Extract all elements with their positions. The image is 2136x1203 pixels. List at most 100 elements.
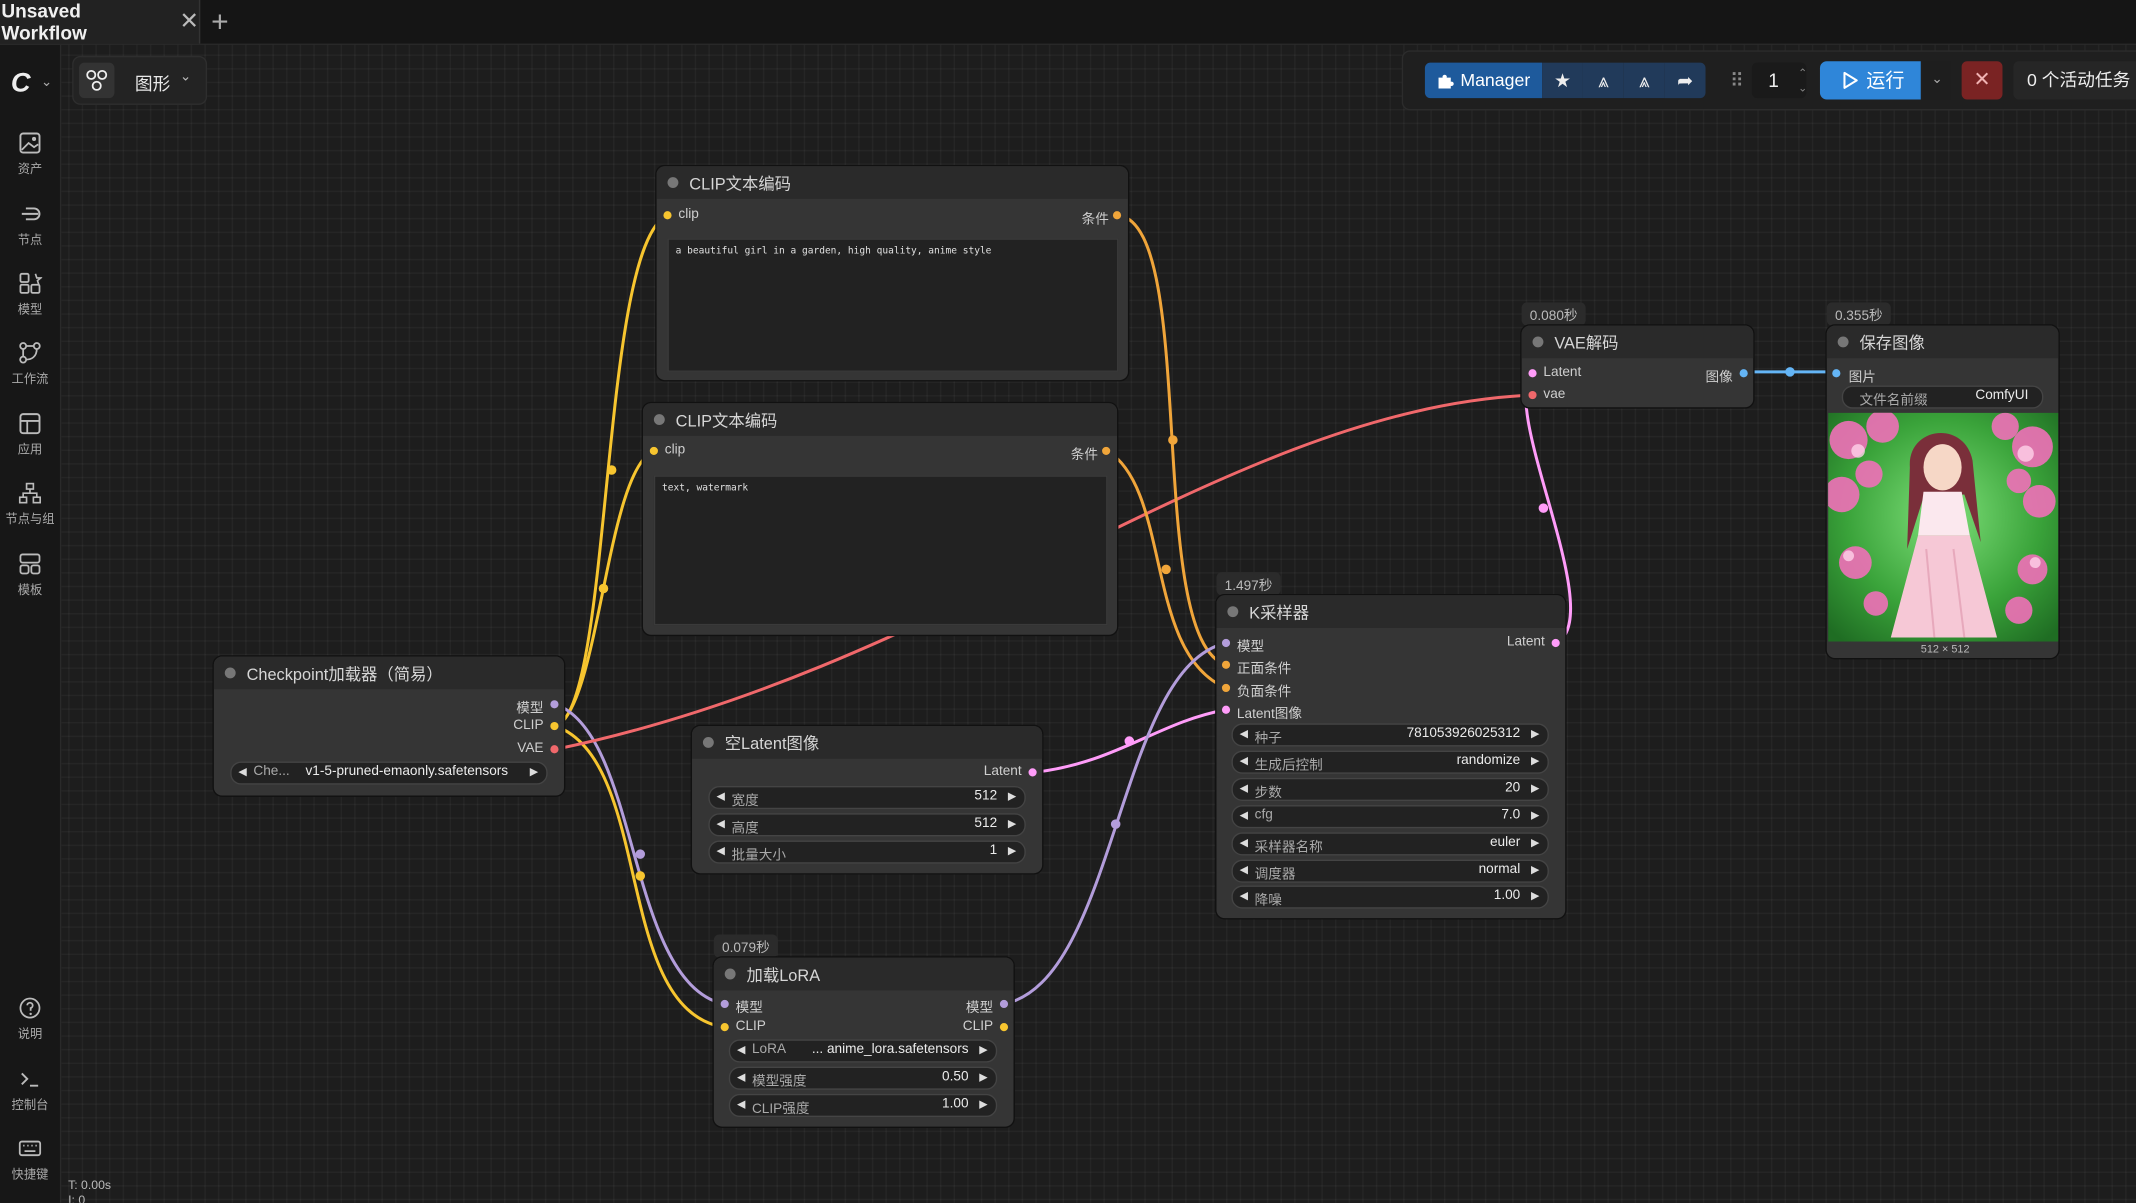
output-pin-latent[interactable] xyxy=(1551,638,1560,648)
output-pin-latent[interactable] xyxy=(1028,768,1037,777)
arrow-left-icon[interactable]: ◀ xyxy=(1239,781,1249,795)
tab-workflow[interactable]: Unsaved Workflow ✕ xyxy=(0,0,201,44)
arrow-left-icon[interactable]: ◀ xyxy=(716,790,725,803)
sidebar-item-help[interactable]: 说明 xyxy=(0,996,60,1042)
arrow-right-icon[interactable]: ▶ xyxy=(1007,817,1017,830)
stepper-icon[interactable]: ⌃⌄ xyxy=(1798,66,1808,94)
output-pin-clip[interactable] xyxy=(999,1023,1009,1032)
model-download-icon[interactable]: ⩓ xyxy=(1582,62,1624,99)
node-clip-text-encode-negative[interactable]: CLIP文本编码 clip 条件 text, watermark xyxy=(642,403,1118,635)
star-icon[interactable]: ★ xyxy=(1542,62,1583,99)
output-pin-clip[interactable] xyxy=(550,721,559,731)
arrow-left-icon[interactable]: ◀ xyxy=(1239,863,1249,876)
comfy-logo-icon[interactable]: C xyxy=(10,68,31,99)
sidebar-item-nodes[interactable]: 节点 xyxy=(0,202,60,248)
reroute-dot[interactable] xyxy=(1124,736,1135,746)
add-tab-icon[interactable]: + xyxy=(211,4,229,39)
chevron-down-icon[interactable]: ⌄ xyxy=(40,74,53,90)
output-pin-conditioning[interactable] xyxy=(1102,446,1111,455)
arrow-right-icon[interactable]: ▶ xyxy=(979,1070,988,1083)
arrow-right-icon[interactable]: ▶ xyxy=(1007,790,1017,803)
node-header[interactable]: K采样器 xyxy=(1216,595,1566,628)
node-vae-decode[interactable]: VAE解码 Latent vae 图像 xyxy=(1521,325,1754,408)
reroute-dot[interactable] xyxy=(635,871,646,881)
arrow-right-icon[interactable]: ▶ xyxy=(1530,889,1540,902)
reroute-dot[interactable] xyxy=(1110,819,1121,829)
queue-status-button[interactable]: 0 个活动任务 xyxy=(2013,61,2136,100)
cancel-run-button[interactable]: ✕ xyxy=(1961,61,2003,100)
arrow-left-icon[interactable]: ◀ xyxy=(716,844,725,857)
mode-selector[interactable]: 图形 ⌄ xyxy=(72,55,208,105)
collapse-dot-icon[interactable] xyxy=(653,414,665,426)
arrow-left-icon[interactable]: ◀ xyxy=(736,1070,746,1083)
sidebar-item-assets[interactable]: 资产 xyxy=(0,131,60,177)
arrow-right-icon[interactable]: ▶ xyxy=(979,1097,988,1111)
input-pin-model[interactable] xyxy=(720,999,729,1009)
output-pin-image[interactable] xyxy=(1739,369,1748,378)
arrow-right-icon[interactable]: ▶ xyxy=(1530,781,1540,795)
collapse-dot-icon[interactable] xyxy=(667,177,679,188)
arrow-right-icon[interactable]: ▶ xyxy=(1530,754,1540,767)
arrow-right-icon[interactable]: ▶ xyxy=(1530,727,1540,740)
reroute-dot[interactable] xyxy=(635,849,646,859)
run-button[interactable]: 运行 xyxy=(1819,61,1921,100)
node-header[interactable]: 空Latent图像 xyxy=(692,726,1043,759)
node-header[interactable]: 加载LoRA xyxy=(713,957,1014,991)
filename-prefix-widget[interactable]: 文件名前缀 ComfyUI xyxy=(1841,385,2044,409)
input-pin-vae[interactable] xyxy=(1528,390,1537,400)
input-pin-clip[interactable] xyxy=(663,211,672,220)
output-pin-conditioning[interactable] xyxy=(1112,211,1122,220)
arrow-left-icon[interactable]: ◀ xyxy=(1239,727,1249,740)
sidebar-item-templates[interactable]: 模板 xyxy=(0,552,60,598)
reroute-dot[interactable] xyxy=(1161,564,1171,575)
model-update-icon[interactable]: ⩓ xyxy=(1623,62,1665,99)
prompt-textarea[interactable]: text, watermark xyxy=(653,475,1108,626)
input-pin-model[interactable] xyxy=(1221,638,1231,648)
node-save-image[interactable]: 保存图像 图片 文件名前缀 ComfyUI 512 × 512 xyxy=(1826,325,2059,658)
drag-handle-icon[interactable]: ⠿ xyxy=(1730,69,1744,92)
node-header[interactable]: CLIP文本编码 xyxy=(656,166,1128,199)
arrow-right-icon[interactable]: ▶ xyxy=(979,1043,988,1056)
arrow-right-icon[interactable]: ▶ xyxy=(1007,844,1017,857)
reroute-dot[interactable] xyxy=(598,583,609,594)
arrow-left-icon[interactable]: ◀ xyxy=(238,765,247,778)
output-image-preview[interactable] xyxy=(1828,412,2059,642)
output-pin-vae[interactable] xyxy=(550,745,559,754)
arrow-left-icon[interactable]: ◀ xyxy=(1239,754,1249,767)
run-options-chevron-icon[interactable]: ⌄ xyxy=(1923,61,1951,100)
sidebar-item-workflows[interactable]: 工作流 xyxy=(0,341,60,387)
collapse-dot-icon[interactable] xyxy=(224,667,236,679)
sidebar-item-groups[interactable]: 节点与组 xyxy=(0,481,60,527)
arrow-left-icon[interactable]: ◀ xyxy=(716,817,725,830)
reroute-dot[interactable] xyxy=(1538,503,1549,513)
sidebar-item-console[interactable]: 控制台 xyxy=(0,1067,60,1113)
node-header[interactable]: Checkpoint加载器（简易） xyxy=(213,656,564,690)
collapse-dot-icon[interactable] xyxy=(1532,336,1544,348)
ckpt-name-combo[interactable]: ◀ Che... v1-5-pruned-emaonly.safetensors… xyxy=(230,761,548,785)
input-pin-negative[interactable] xyxy=(1221,683,1231,693)
close-icon[interactable]: ✕ xyxy=(179,8,199,35)
node-header[interactable]: CLIP文本编码 xyxy=(642,403,1118,436)
reroute-dot[interactable] xyxy=(1785,367,1795,377)
output-pin-model[interactable] xyxy=(999,999,1009,1009)
input-pin-clip[interactable] xyxy=(649,446,658,455)
input-pin-latent[interactable] xyxy=(1528,369,1537,378)
reroute-dot[interactable] xyxy=(1168,435,1178,445)
collapse-dot-icon[interactable] xyxy=(702,736,714,748)
sidebar-item-models[interactable]: 模型 xyxy=(0,271,60,317)
collapse-dot-icon[interactable] xyxy=(1227,606,1239,618)
arrow-left-icon[interactable]: ◀ xyxy=(1239,836,1249,849)
arrow-left-icon[interactable]: ◀ xyxy=(736,1043,746,1056)
arrow-left-icon[interactable]: ◀ xyxy=(736,1097,746,1111)
reroute-dot[interactable] xyxy=(606,465,617,475)
share-icon[interactable]: ➦ xyxy=(1664,62,1706,99)
sidebar-item-shortcuts[interactable]: 快捷键 xyxy=(0,1136,60,1182)
arrow-right-icon[interactable]: ▶ xyxy=(1530,809,1540,822)
lora-name-combo[interactable]: ◀LoRA... anime_lora.safetensors▶ xyxy=(728,1039,998,1063)
